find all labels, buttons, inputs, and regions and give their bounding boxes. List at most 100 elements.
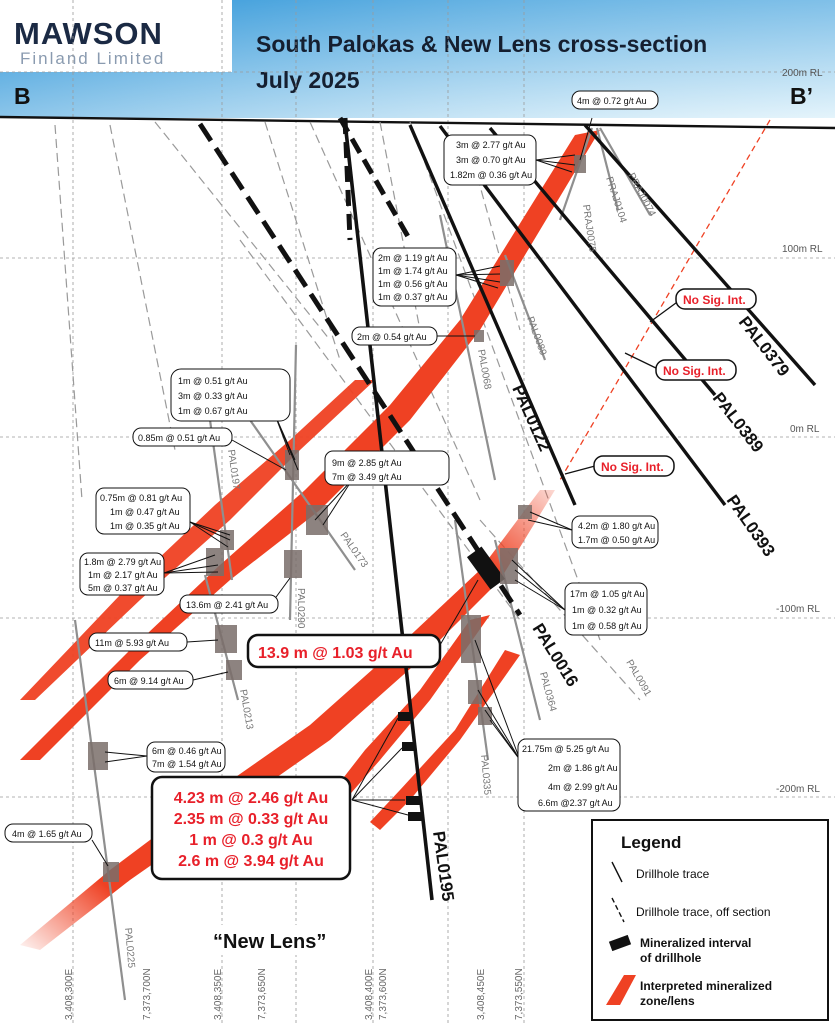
hole-pal0393: [438, 124, 727, 507]
callout-pal0213-b: 6m @ 9.14 g/t Au: [107, 670, 194, 690]
hole-label-pal0379: PAL0379: [735, 313, 793, 380]
callout-pal0213-a: 11m @ 5.93 g/t Au: [88, 632, 188, 652]
callout-text: 1m @ 0.56 g/t Au: [378, 279, 448, 289]
no-sig-callouts: No Sig. Int. No Sig. Int. No Sig. Int.: [593, 288, 757, 477]
callout-text: 17m @ 1.05 g/t Au: [570, 589, 645, 599]
callout-pal0195: 4.23 m @ 2.46 g/t Au 2.35 m @ 0.33 g/t A…: [150, 775, 352, 881]
hole-label-praj0104: PRAJ0104: [603, 176, 628, 225]
callout-text: 6m @ 0.46 g/t Au: [152, 746, 222, 756]
callout-text: 1.82m @ 0.36 g/t Au: [450, 170, 532, 180]
topography-line: [0, 115, 835, 130]
no-sig-text: No Sig. Int.: [663, 364, 726, 378]
callout-text: 4m @ 0.72 g/t Au: [577, 96, 647, 106]
hole-label-pal0213: PAL0213: [237, 689, 255, 731]
no-sig-pal0389: No Sig. Int.: [655, 359, 737, 381]
leader-lines: [91, 117, 593, 867]
mineralized-intervals: [398, 546, 506, 821]
hole-label-pal0225: PAL0225: [122, 927, 137, 969]
callout-pal0335: 21.75m @ 5.25 g/t Au 2m @ 1.86 g/t Au 4m…: [517, 738, 621, 812]
callout-praj-group: 3m @ 2.77 g/t Au 3m @ 0.70 g/t Au 1.82m …: [443, 134, 537, 186]
callout-text: 1.7m @ 0.50 g/t Au: [578, 535, 655, 545]
callout-pal0068: 2m @ 0.54 g/t Au: [351, 326, 438, 346]
elevation-label: -100m RL: [776, 604, 820, 615]
hole-label-pal0068: PAL0068: [475, 349, 493, 391]
lens-upper: [20, 130, 600, 760]
callout-text: 6m @ 9.14 g/t Au: [114, 676, 184, 686]
hole-pal0225: [73, 619, 127, 1001]
callout-text: 4m @ 2.99 g/t Au: [548, 782, 618, 792]
callout-pal0197-upper: 1m @ 0.51 g/t Au 3m @ 0.33 g/t Au 1m @ 0…: [170, 368, 291, 422]
callout-text: 3m @ 0.70 g/t Au: [456, 155, 526, 165]
hole-label-pal0389: PAL0389: [709, 389, 767, 456]
callout-text: 0.75m @ 0.81 g/t Au: [100, 493, 182, 503]
no-sig-text: No Sig. Int.: [601, 460, 664, 474]
callout-text: 4m @ 1.65 g/t Au: [12, 829, 82, 839]
logo-main-text: MAWSON: [14, 16, 163, 51]
hole-label-pal0393: PAL0393: [723, 491, 779, 560]
callout-text: 6.6m @2.37 g/t Au: [538, 798, 613, 808]
northing-label: 7,373,700N: [142, 968, 153, 1020]
callout-text: 1m @ 0.47 g/t Au: [110, 507, 180, 517]
legend-item: Mineralized interval: [640, 936, 751, 950]
callout-pal0197-low: 1.8m @ 2.79 g/t Au 1m @ 2.17 g/t Au 5m @…: [79, 552, 165, 596]
lens-lower: [20, 490, 555, 950]
elevation-labels: 200m RL 100m RL 0m RL -100m RL -200m RL: [776, 68, 823, 795]
legend-item: Drillhole trace, off section: [636, 905, 771, 919]
section-end-right: B’: [790, 83, 813, 109]
interval-pal0195-a: [398, 712, 412, 721]
callout-pal0016-right: 4.2m @ 1.80 g/t Au 1.7m @ 0.50 g/t Au: [571, 515, 659, 549]
no-sig-pal0379: No Sig. Int.: [675, 288, 757, 310]
hole-label-pal0091: PAL0091: [623, 658, 653, 699]
hole-pal0195: [343, 121, 434, 901]
hole-label-pal0197: PAL0197: [225, 449, 242, 491]
legend-offsection-swatch: [611, 897, 625, 923]
hole-pal0016-dashed: [197, 122, 523, 617]
hole-pal0197: [208, 419, 234, 581]
hole-praj0075: [558, 127, 594, 221]
callout-praj-top: 4m @ 0.72 g/t Au: [571, 90, 659, 110]
callout-text: 7m @ 3.49 g/t Au: [332, 472, 402, 482]
callout-text: 0.85m @ 0.51 g/t Au: [138, 433, 220, 443]
main-drillholes: [197, 116, 817, 901]
callout-pal0197-single: 0.85m @ 0.51 g/t Au: [132, 427, 233, 447]
logo-sub-text: Finland Limited: [20, 49, 165, 68]
callout-text: 13.9 m @ 1.03 g/t Au: [258, 645, 413, 662]
easting-label: 3,408,350E: [213, 969, 224, 1020]
interval-pal0195-b: [402, 742, 416, 751]
legend-item: Interpreted mineralized: [640, 979, 772, 993]
callout-text: 2m @ 1.86 g/t Au: [548, 763, 618, 773]
hole-label-pal0089: PAL0089: [524, 315, 548, 357]
elevation-label: 100m RL: [782, 244, 823, 255]
header-band: MAWSON Finland Limited South Palokas & N…: [0, 0, 835, 118]
northing-label: 7,373,550N: [514, 968, 525, 1020]
elevation-label: 0m RL: [790, 424, 820, 435]
northing-label: 7,373,600N: [378, 968, 389, 1020]
callout-pal0225-low: 4m @ 1.65 g/t Au: [4, 823, 93, 843]
callout-text: 3m @ 0.33 g/t Au: [178, 391, 248, 401]
section-date: July 2025: [256, 67, 360, 93]
callout-text: 21.75m @ 5.25 g/t Au: [522, 744, 609, 754]
legend-item: Drillhole trace: [636, 867, 710, 881]
hole-label-pal0290: PAL0290: [295, 588, 306, 629]
easting-label: 3,408,400E: [364, 969, 375, 1020]
callout-text: 13.6m @ 2.41 g/t Au: [186, 600, 268, 610]
interval-pal0016: [466, 546, 506, 590]
intercept-callouts: 4m @ 0.72 g/t Au 3m @ 2.77 g/t Au 3m @ 0…: [4, 90, 659, 881]
callout-pal0197-mid: 0.75m @ 0.81 g/t Au 1m @ 0.47 g/t Au 1m …: [95, 487, 191, 535]
callout-text: 1m @ 0.37 g/t Au: [378, 292, 448, 302]
callout-text: 3m @ 2.77 g/t Au: [456, 140, 526, 150]
section-end-left: B: [14, 83, 31, 109]
hole-pal0122: [408, 124, 577, 506]
hole-pal0290: [288, 344, 298, 621]
hole-pal0379: [583, 123, 817, 387]
callout-text: 1m @ 0.35 g/t Au: [110, 521, 180, 531]
callout-text: 1 m @ 0.3 g/t Au: [189, 832, 312, 849]
callout-pal0016-main: 13.9 m @ 1.03 g/t Au: [246, 633, 442, 669]
callout-text: 1m @ 0.67 g/t Au: [178, 406, 248, 416]
callout-pal0225-mid: 6m @ 0.46 g/t Au 7m @ 1.54 g/t Au: [146, 741, 226, 773]
callout-text: 2.35 m @ 0.33 g/t Au: [174, 811, 329, 828]
hole-label-pal0364: PAL0364: [537, 671, 558, 713]
legend-title: Legend: [621, 833, 681, 852]
